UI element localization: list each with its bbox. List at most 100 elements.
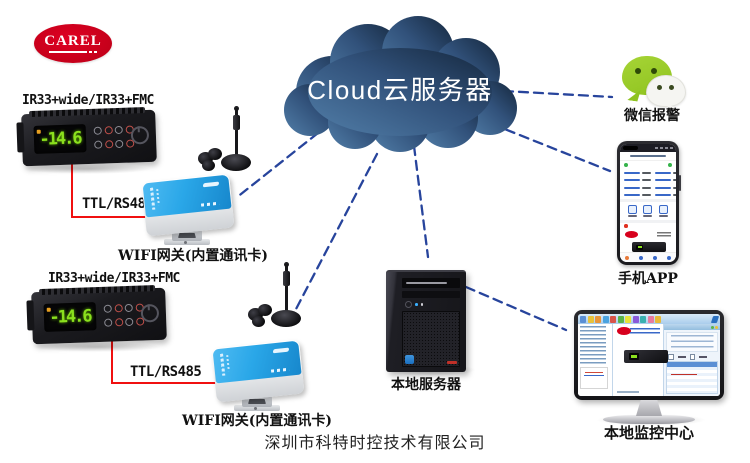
software-detail-panel [664, 324, 720, 396]
controller2-model-label: IR33+wide/IR33+FMC [48, 271, 180, 286]
controller2-shadow [32, 342, 162, 352]
cloud-server-label: Cloud云服务器 [307, 74, 493, 105]
server-label: 本地服务器 [391, 377, 461, 393]
software-logo [710, 315, 720, 323]
gateway1-bracket [164, 239, 210, 245]
controller2-keypad-icons [103, 301, 145, 328]
link-server-monitor [464, 285, 568, 332]
gateway1-body [141, 173, 235, 237]
monitor-stand-base [603, 415, 695, 424]
wire-controller2-gateway2 [111, 340, 218, 384]
phone-function-icons [620, 202, 676, 220]
mobile-phone [617, 141, 681, 265]
gateway2-serial-port [242, 396, 272, 407]
monitoring-software-screen [578, 314, 720, 396]
controller1-side-connector [16, 122, 25, 153]
wifi-antenna-2-icon [246, 262, 306, 336]
controller2-body: -14.6 [26, 285, 167, 345]
server-front-panel [402, 301, 460, 308]
gateway2-body [211, 339, 305, 403]
server-led-blue [415, 303, 418, 306]
gateway2-label: WIFI网关(内置通讯卡) [181, 413, 332, 429]
link-cloud-wechat [502, 89, 614, 99]
phone-divider-2 [620, 220, 676, 223]
cloud-shape [284, 16, 517, 152]
server-brand-tag [447, 361, 457, 364]
gateway1-top-face [142, 174, 232, 218]
wifi-gateway-1 [141, 170, 238, 248]
table-header [667, 362, 717, 367]
detail-parameter-form [666, 332, 718, 352]
software-device-panel [613, 324, 668, 396]
software-toolbar-icons [578, 314, 720, 324]
phone-label: 手机APP [618, 271, 678, 287]
detail-data-table [666, 361, 718, 394]
phone-alarm-row [620, 223, 676, 229]
power-button-icon [130, 125, 150, 145]
software-device-title [630, 328, 660, 335]
software-carel-logo [617, 327, 631, 335]
monitor-label: 本地监控中心 [603, 424, 694, 442]
wechat-icon [618, 52, 694, 114]
phone-divider [620, 199, 676, 202]
server-led-white [420, 303, 423, 306]
carel-logo-underline [49, 51, 97, 53]
controller1-keypad-icons [93, 123, 135, 150]
wifi-antenna-1-icon [196, 106, 256, 180]
controller1-body: -14.6 [16, 107, 157, 167]
phone-bottom-nav-icons [620, 252, 676, 262]
carel-logo-text: CAREL [44, 33, 102, 49]
wechat-bubble-white [646, 75, 686, 107]
controller1-shadow [22, 164, 152, 174]
temperature-controller-2: -14.6 [26, 285, 167, 346]
tree-items [580, 326, 606, 364]
controller1-model-label: IR33+wide/IR33+FMC [22, 93, 154, 108]
server-drive-bay [402, 291, 460, 298]
controller1-temperature-readout: -14.6 [39, 128, 81, 150]
phone-online-row [620, 161, 676, 169]
carel-logo: CAREL [34, 24, 112, 63]
gateway1-label: WIFI网关(内置通讯卡) [117, 248, 268, 264]
detail-checkbox-row [664, 354, 720, 360]
detail-panel-header [664, 324, 720, 330]
table-rows [667, 366, 717, 393]
server-power-button-icon [405, 301, 412, 308]
phone-status-bar [620, 144, 676, 152]
software-footer-line [617, 391, 639, 393]
gateway1-serial-port [172, 230, 202, 241]
software-device-image [624, 350, 668, 363]
software-device-tree [578, 324, 613, 396]
controller2-side-connector [26, 300, 35, 331]
phone-parameter-grid [620, 169, 676, 199]
wechat-label: 微信报警 [624, 108, 680, 124]
controller2-temperature-readout: -14.6 [49, 306, 91, 328]
company-name: 深圳市科特时控技术有限公司 [264, 433, 486, 452]
controller2-display: -14.6 [43, 302, 97, 332]
gateway2-bracket [234, 405, 280, 411]
phone-device-card [620, 229, 676, 255]
link-cloud-phone [490, 122, 612, 173]
intel-badge-icon [405, 355, 414, 364]
phone-device-notes [657, 232, 671, 237]
controller1-display: -14.6 [33, 124, 87, 154]
tree-status-box [580, 367, 608, 389]
link-cloud-server [412, 144, 430, 259]
phone-app-titlebar [620, 152, 676, 161]
server-dvd-drive [402, 278, 460, 288]
power-button-icon [140, 303, 160, 323]
bus1-label: TTL/RS485 [82, 196, 154, 212]
monitor-bezel [574, 310, 724, 400]
monitor-stand-neck [636, 400, 662, 416]
wifi-gateway-2 [211, 336, 308, 414]
bus2-label: TTL/RS485 [130, 364, 202, 380]
wire-controller1-gateway1 [71, 160, 150, 218]
phone-carel-logo [625, 231, 638, 238]
monitoring-workstation [574, 310, 724, 424]
link-gateway2-cloud [293, 152, 379, 313]
gateway2-top-face [212, 340, 302, 384]
phone-device-image [632, 242, 666, 252]
local-server-tower [386, 270, 466, 372]
phone-app-screen [620, 144, 676, 262]
